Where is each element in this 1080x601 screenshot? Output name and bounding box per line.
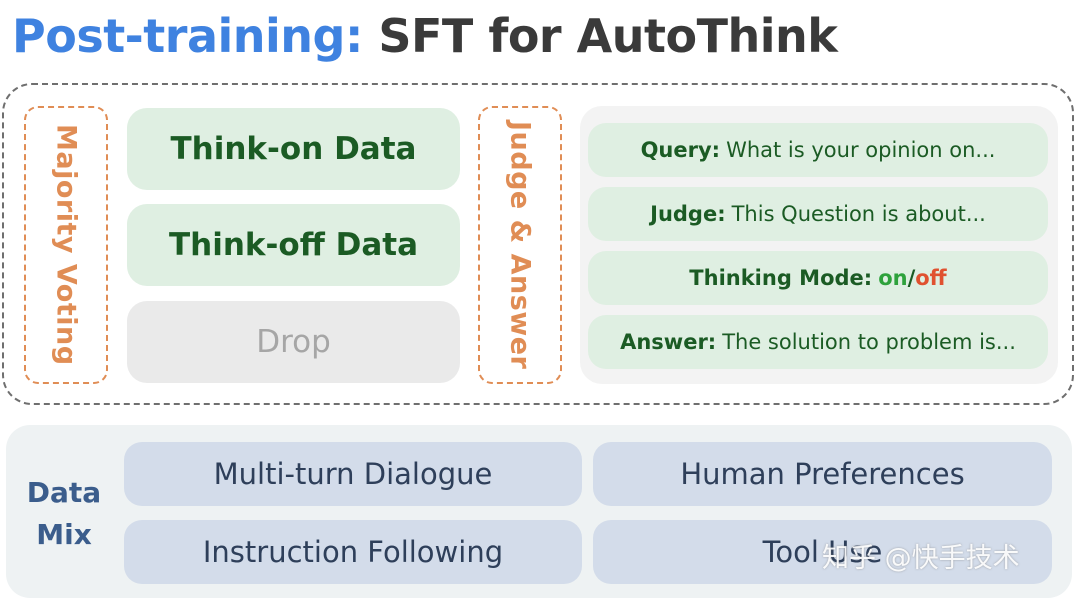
data-mix-label: Data Mix — [14, 472, 114, 556]
drop-block: Drop — [127, 301, 460, 383]
page-title: Post-training: SFT for AutoThink — [12, 6, 838, 66]
think-off-data-block: Think-off Data — [127, 204, 460, 286]
query-row: Query: What is your opinion on... — [588, 123, 1048, 177]
data-mix-label-line1: Data — [26, 476, 102, 509]
mode-on: on — [878, 266, 908, 290]
instruction-following-block: Instruction Following — [124, 520, 582, 584]
answer-row: Answer: The solution to problem is... — [588, 315, 1048, 369]
judge-key: Judge: — [650, 202, 726, 226]
judge-answer-text: Judge & Answer — [504, 120, 536, 370]
judge-answer-label: Judge & Answer — [478, 106, 562, 384]
mode-off: off — [915, 266, 947, 290]
judge-row: Judge: This Question is about... — [588, 187, 1048, 241]
title-accent: Post-training: — [12, 9, 363, 63]
mode-slash: / — [907, 266, 916, 290]
query-key: Query: — [640, 138, 721, 162]
judge-text: This Question is about... — [731, 202, 986, 226]
answer-text: The solution to problem is... — [722, 330, 1016, 354]
sft-pipeline-box — [2, 83, 1074, 405]
multi-turn-dialogue-block: Multi-turn Dialogue — [124, 442, 582, 506]
thinking-mode-row: Thinking Mode: on/off — [588, 251, 1048, 305]
watermark: 知乎 @快手技术 — [822, 543, 1020, 574]
answer-key: Answer: — [620, 330, 717, 354]
majority-voting-label: Majority Voting — [24, 106, 108, 384]
majority-voting-text: Majority Voting — [50, 124, 82, 366]
tool-use-block: Tool Use — [593, 520, 1052, 584]
human-preferences-block: Human Preferences — [593, 442, 1052, 506]
thinking-mode-key: Thinking Mode: — [689, 266, 873, 290]
think-on-data-block: Think-on Data — [127, 108, 460, 190]
title-main: SFT for AutoThink — [378, 9, 838, 63]
query-text: What is your opinion on... — [726, 138, 996, 162]
data-mix-label-line2: Mix — [36, 518, 92, 551]
